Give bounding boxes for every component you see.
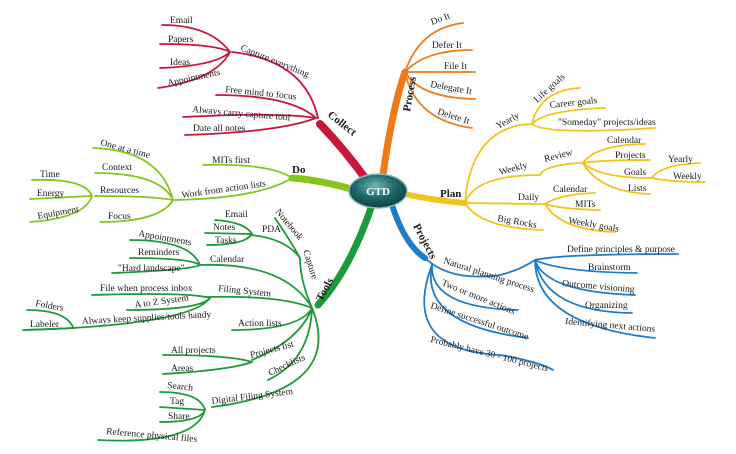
pda: PDA <box>262 225 281 235</box>
daily-calendar: Calendar <box>553 185 588 195</box>
branch-process: Process Do It Defer It File It Delegate … <box>401 12 476 129</box>
date-all-notes: Date all notes <box>193 124 246 134</box>
always-carry-capture-tool: Always carry capture tool <box>192 105 291 124</box>
pda-notes: Notes <box>213 223 235 233</box>
cal-appointments: Appointments <box>137 229 192 248</box>
review-projects: Projects <box>615 151 646 161</box>
folders: Folders <box>34 299 64 314</box>
equipment: Equipment <box>37 205 80 222</box>
review-lists: Lists <box>628 184 647 194</box>
brainstorm: Brainstorm <box>588 263 631 273</box>
review-calendar: Calendar <box>607 136 642 146</box>
branch-tools: Tools Capture Notebook PDA Email Notes T… <box>22 208 337 445</box>
free-mind-to-focus: Free mind to focus <box>225 84 298 102</box>
review-goals: Goals <box>624 168 646 178</box>
reminders: Reminders <box>138 248 179 258</box>
tools-trunk <box>314 201 376 309</box>
organizing: Organizing <box>585 301 628 311</box>
mits-first: MITs first <box>212 155 250 166</box>
center-label: GTD <box>366 186 390 198</box>
career-goals: Career goals <box>549 96 598 111</box>
search: Search <box>167 381 194 394</box>
appointments: Appointments <box>167 68 222 89</box>
always-keep-supplies: Always keep supplies/tools handy <box>82 310 212 327</box>
email: Email <box>170 16 193 26</box>
weekly-goals: Weekly goals <box>567 216 619 235</box>
center-node[interactable]: GTD <box>348 173 408 209</box>
defer-it: Defer It <box>432 40 462 51</box>
do-label: Do <box>292 164 306 176</box>
time: Time <box>40 170 60 180</box>
all-projects: All projects <box>171 346 216 356</box>
process-trunk <box>379 68 409 179</box>
hard-landscape: "Hard landscape" <box>118 264 185 274</box>
branch-do: Do MITs first Work from action lists One… <box>29 138 306 223</box>
file-when-process-inbox: File when process inbox <box>100 284 193 294</box>
context: Context <box>102 163 132 173</box>
projects-list: Projects list <box>249 340 295 361</box>
focus: Focus <box>108 212 131 222</box>
define-principles: Define principles & purpose <box>567 244 675 255</box>
calendar: Calendar <box>210 255 245 265</box>
energy: Energy <box>37 189 65 199</box>
digital-filing-system: Digital Filing System <box>211 387 294 407</box>
daily: Daily <box>518 193 539 203</box>
papers: Papers <box>168 35 194 45</box>
branch-collect: Collect Capture everything Email Papers … <box>157 16 359 139</box>
pda-email: Email <box>225 210 248 220</box>
daily-mits: MITs <box>575 200 596 210</box>
review: Review <box>543 148 574 165</box>
file-it: File It <box>444 62 467 72</box>
one-at-a-time: One at a time <box>99 138 151 161</box>
someday-projects: "Someday" projects/ideas <box>558 118 656 128</box>
reference-physical-files: Reference physical files <box>106 426 198 445</box>
action-lists: Action lists <box>238 319 282 329</box>
probably-have-projects: Probably have 30 - 100 projects <box>429 335 549 374</box>
do-trunk <box>288 174 359 194</box>
ideas: Ideas <box>170 58 190 68</box>
share: Share <box>168 412 190 422</box>
pda-tasks: Tasks <box>215 236 237 246</box>
projects-trunk <box>389 202 428 261</box>
branch-projects: Projects Natural planning process Define… <box>410 222 679 374</box>
identifying-next-actions: Identifying next actions <box>565 316 656 335</box>
resources: Resources <box>100 186 139 196</box>
goals-yearly: Yearly <box>668 155 693 165</box>
plan-label: Plan <box>440 188 461 200</box>
areas: Areas <box>171 364 193 374</box>
capture-everything: Capture everything <box>239 44 311 81</box>
tag: Tag <box>170 397 184 407</box>
capture: Capture <box>300 249 319 281</box>
goals-weekly: Weekly <box>673 172 702 182</box>
labeler: Labeler <box>30 320 60 330</box>
center-bubble <box>348 173 408 209</box>
branch-plan: Plan Yearly Life goals Career goals "Som… <box>440 71 706 235</box>
